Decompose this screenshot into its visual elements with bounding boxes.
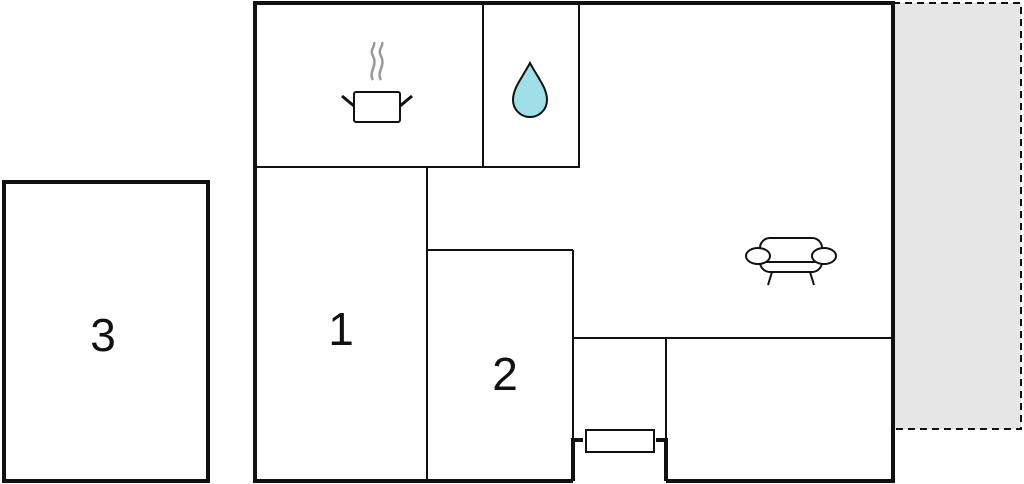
terrace-area <box>892 2 1022 430</box>
entrance-opening <box>571 438 668 481</box>
cooking-pot-icon <box>341 41 413 123</box>
door-mat-icon <box>585 429 655 453</box>
room-2-label: 2 <box>492 348 518 400</box>
outbuilding-room-3 <box>2 180 210 483</box>
water-drop-icon <box>511 60 549 118</box>
main-house-walls <box>253 1 895 483</box>
room-1-label: 1 <box>328 303 354 355</box>
room-3-label: 3 <box>90 309 116 361</box>
sofa-icon <box>745 237 837 286</box>
